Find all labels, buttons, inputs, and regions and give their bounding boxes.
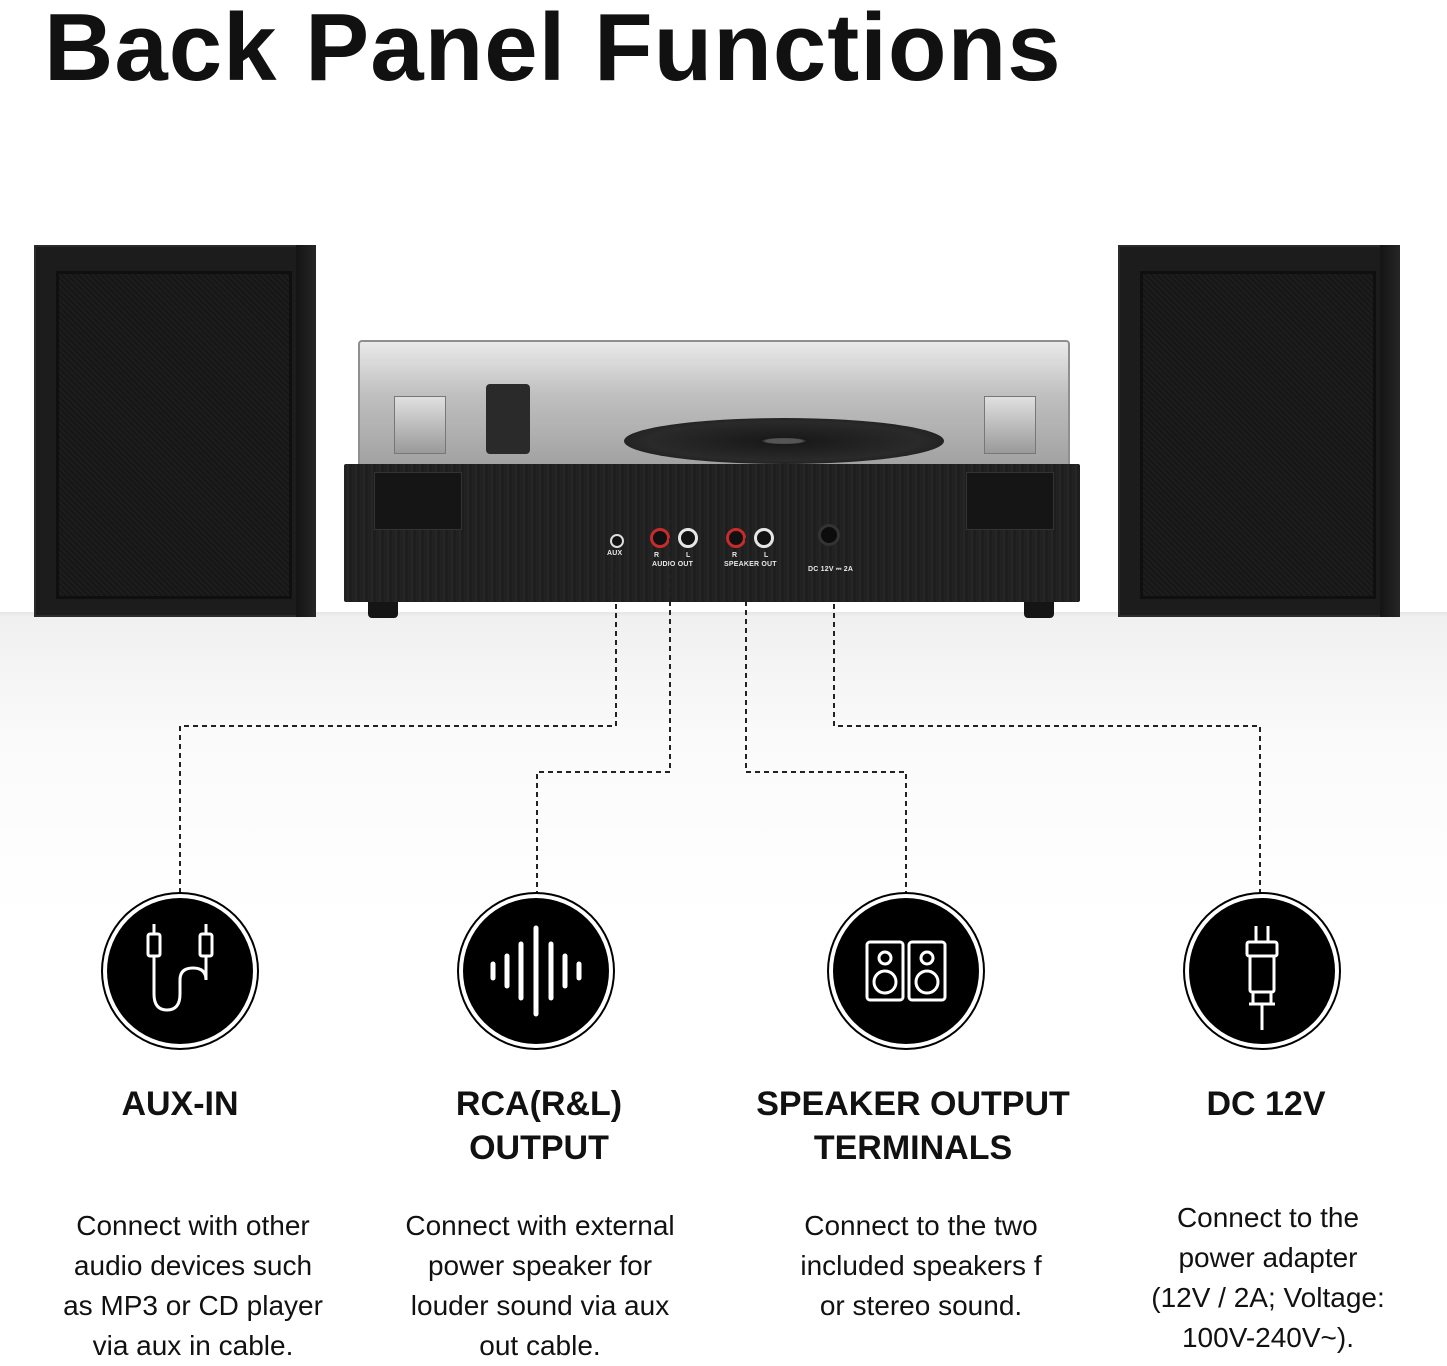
dc-label: DC 12V ⎓ 2A [808,566,854,573]
audio-out-l-label: L [686,552,691,559]
feature-description: Connect with other audio devices such as… [63,1210,323,1361]
aux-cable-icon [107,898,253,1044]
feature-title: AUX-IN [121,1085,239,1123]
feature-title: DC 12V [1206,1085,1326,1123]
hinge-bracket-right [966,472,1054,530]
feature-title: RCA(R&L) OUTPUT [455,1085,623,1167]
hinge-left [394,396,446,454]
foot-right [1024,602,1054,618]
turntable: AUX R L AUDIO OUT R L SPEAKER OUT DC 12V… [344,340,1080,620]
foot-left [368,602,398,618]
dc-connector-line [833,568,1261,900]
sound-wave-icon [463,898,609,1044]
dc-plug-icon [1189,898,1335,1044]
right-speaker [1118,245,1400,617]
tonearm [486,384,530,454]
feature-description: Connect to the two included speakers f o… [800,1210,1042,1321]
audio-out-label: AUDIO OUT [652,561,694,568]
speaker-grille [1140,271,1376,599]
aux-label: AUX [607,550,623,557]
aux-connector-line [179,568,617,900]
hinge-right [984,396,1036,454]
turntable-base [344,464,1080,602]
platter [624,418,944,464]
dc-jack [818,524,840,546]
speaker-out-r-jack [726,528,746,548]
speaker-out-l-label: L [764,552,769,559]
feature-title: SPEAKER OUTPUT TERMINALS [756,1085,1070,1167]
left-speaker [34,245,316,617]
aux-jack [610,534,624,548]
speaker-out-l-jack [754,528,774,548]
speaker-out-r-label: R [732,552,738,559]
speaker-connector-line [745,520,907,900]
shelf-edge [0,612,1447,618]
rca-connector-line [536,520,671,900]
page-title: Back Panel Functions [44,0,1062,101]
speaker-grille [56,271,292,599]
audio-out-r-jack [650,528,670,548]
audio-out-r-label: R [654,552,660,559]
feature-description: Connect with external power speaker for … [405,1210,675,1361]
feature-description: Connect to the power adapter (12V / 2A; … [1151,1202,1385,1353]
hinge-bracket-left [374,472,462,530]
speakers-icon [833,898,979,1044]
audio-out-l-jack [678,528,698,548]
speaker-out-label: SPEAKER OUT [724,561,777,568]
